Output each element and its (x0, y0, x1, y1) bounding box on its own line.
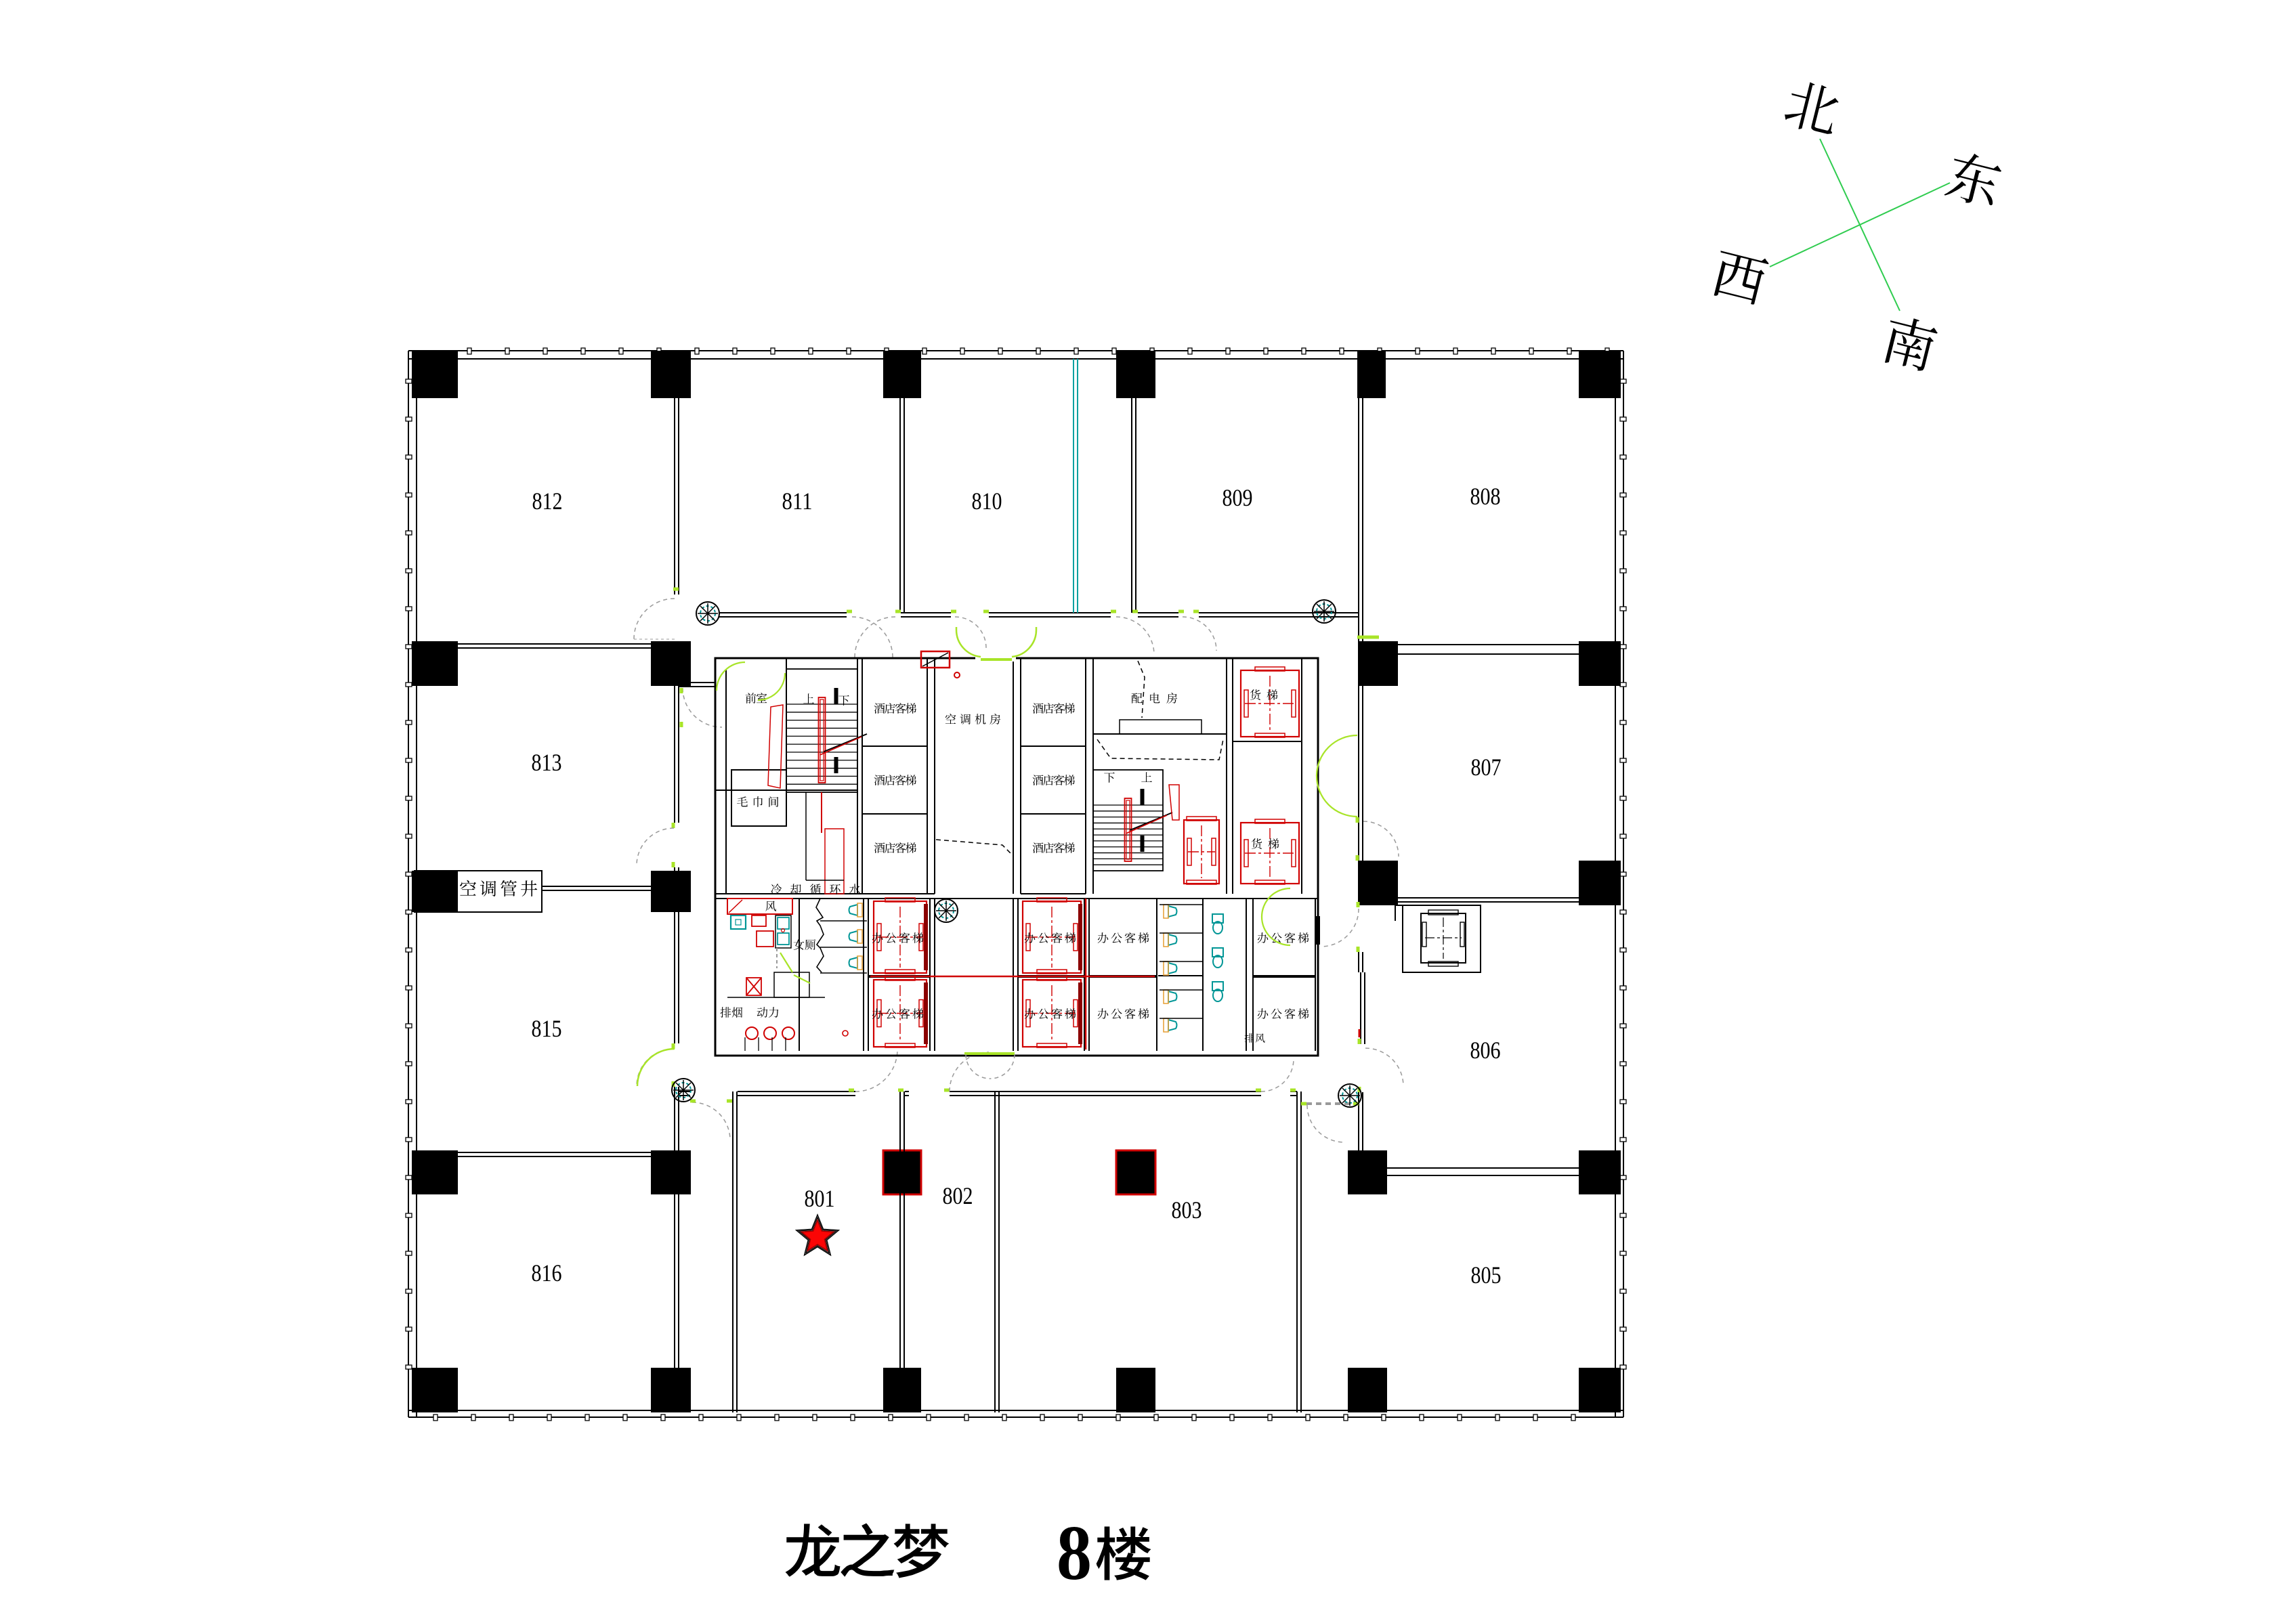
svg-text:801: 801 (805, 1185, 835, 1212)
svg-text:812: 812 (532, 488, 563, 515)
svg-text:805: 805 (1471, 1261, 1502, 1289)
svg-text:815: 815 (532, 1015, 562, 1042)
svg-text:813: 813 (532, 749, 562, 776)
svg-text:807: 807 (1471, 754, 1502, 781)
svg-text:803: 803 (1172, 1196, 1202, 1224)
svg-text:802: 802 (943, 1182, 973, 1209)
svg-text:811: 811 (782, 488, 813, 515)
svg-text:809: 809 (1223, 484, 1253, 511)
svg-text:8: 8 (1057, 1510, 1092, 1596)
svg-text:816: 816 (532, 1259, 562, 1287)
svg-text:808: 808 (1470, 483, 1501, 510)
svg-text:810: 810 (972, 488, 1002, 515)
svg-text:806: 806 (1470, 1037, 1501, 1064)
